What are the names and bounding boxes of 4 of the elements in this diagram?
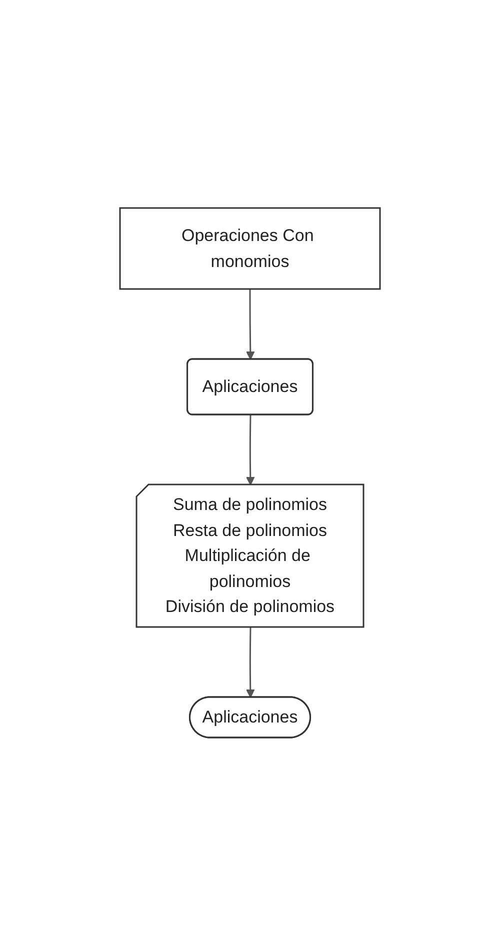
arrow (246, 627, 255, 698)
node-box: Operaciones Con monomios (119, 207, 381, 290)
arrow (246, 288, 255, 360)
arrow (246, 414, 255, 486)
